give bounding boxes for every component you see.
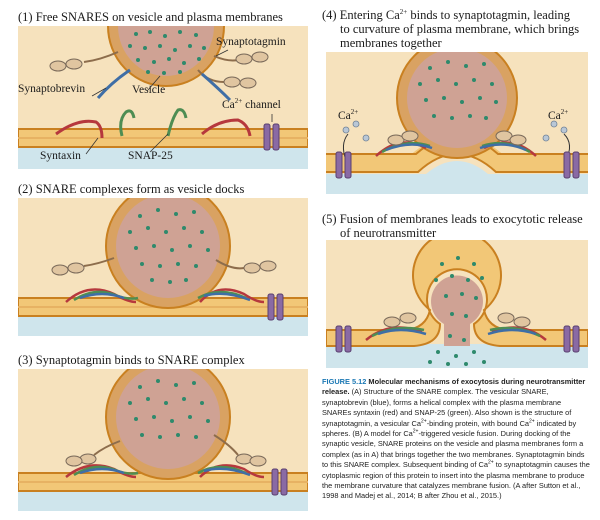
panel-4-title: (4) Entering Ca2+ binds to synaptotagmin…: [322, 7, 580, 50]
panel-4-illustration: [326, 52, 588, 194]
synaptic-cleft: [18, 147, 308, 169]
snap25-right: [166, 108, 188, 137]
panel-3-illustration: [18, 369, 308, 511]
label-ca-right: Ca2+: [548, 108, 569, 122]
syntaxin-left: [55, 119, 104, 139]
panel-5-title: (5) Fusion of membranes leads to exocyto…: [322, 212, 583, 240]
panel-1-illustration: [18, 26, 308, 169]
ca-channel: [263, 123, 280, 151]
caption-text-c: indicated by spheres. (B) A model for Ca: [322, 418, 577, 439]
label-synaptobrevin: Synaptobrevin: [18, 83, 86, 95]
panel-2-title: (2) SNARE complexes form as vesicle dock…: [18, 182, 245, 196]
caption-text-e: to synaptotagmin causes the cytoplasmic …: [322, 460, 590, 501]
caption-text-b: -binding protein, with bound Ca: [426, 418, 530, 428]
figure-title: Molecular mechanisms of exocytosis durin…: [322, 377, 586, 397]
label-ca-channel: Ca2+ channel: [222, 97, 281, 111]
synaptotagmin-protein: [49, 51, 269, 89]
snap25-left: [119, 109, 136, 137]
calcium-ions: [342, 120, 568, 142]
label-syntaxin: Syntaxin: [40, 150, 81, 162]
caption-text-a: (A) Structure of the SNARE complex. The …: [322, 387, 572, 428]
label-synaptotagmin: Synaptotagmin: [216, 36, 286, 48]
caption-text-d: -triggered vesicle fusion. During dockin…: [322, 429, 585, 470]
synaptobrevin-right: [201, 72, 232, 102]
label-vesicle: Vesicle: [132, 84, 166, 96]
syntaxin-right: [201, 118, 252, 137]
label-ca-left: Ca2+: [338, 108, 359, 122]
neurotransmitter-dots: [128, 30, 206, 75]
figure-caption: FIGURE 5.12 Molecular mechanisms of exoc…: [322, 377, 590, 501]
panel-1-title: (1) Free SNARES on vesicle and plasma me…: [18, 10, 283, 24]
label-snap25: SNAP-25: [128, 150, 173, 162]
snare-complex-left: [65, 288, 139, 304]
panel-2-illustration: [18, 198, 308, 336]
figure-number: FIGURE 5.12: [322, 377, 367, 386]
synaptobrevin-left: [96, 68, 131, 99]
panel-5-illustration: [326, 240, 588, 368]
vesicle-lumen: [118, 26, 214, 76]
snare-complex-right: [197, 288, 265, 304]
panel-3-title: (3) Synaptotagmin binds to SNARE complex: [18, 353, 245, 367]
